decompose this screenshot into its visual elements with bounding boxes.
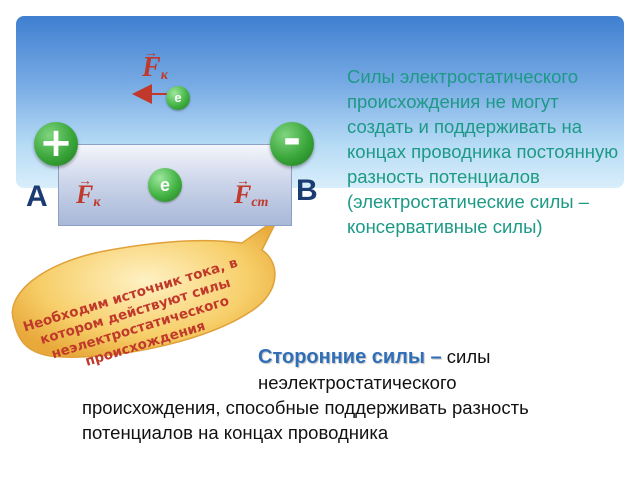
definition-term: Сторонние силы – <box>258 346 442 368</box>
vector-mark: → <box>236 174 250 189</box>
definition-block: Сторонние силы – силы неэлектростатическ… <box>82 344 622 445</box>
plus-terminal: + <box>34 122 78 166</box>
definition-line1-rest: силы <box>441 346 491 367</box>
force-symbol: F <box>234 180 252 209</box>
electron-top: e <box>166 86 190 110</box>
point-a-label: A <box>26 180 48 213</box>
force-subscript: к <box>93 195 101 210</box>
force-symbol: F <box>76 180 94 209</box>
electron-center: e <box>148 168 182 202</box>
force-subscript: к <box>160 68 168 83</box>
force-k-top: → Fк <box>142 46 168 84</box>
definition-first-line: Сторонние силы – силы <box>82 344 622 370</box>
vector-mark: → <box>78 174 92 189</box>
minus-terminal: - <box>270 118 314 166</box>
definition-line3: происхождения, способные поддерживать ра… <box>82 397 529 443</box>
definition-line2: неэлектростатического <box>258 372 457 393</box>
force-subscript: ст <box>251 195 269 210</box>
force-k-left: → Fк <box>76 174 101 211</box>
main-statement: Силы электростатического происхождения н… <box>347 66 619 237</box>
vector-mark: → <box>144 46 158 61</box>
point-b-label: B <box>296 174 318 207</box>
force-st-right: → Fст <box>234 174 269 211</box>
force-symbol: F <box>142 52 161 83</box>
